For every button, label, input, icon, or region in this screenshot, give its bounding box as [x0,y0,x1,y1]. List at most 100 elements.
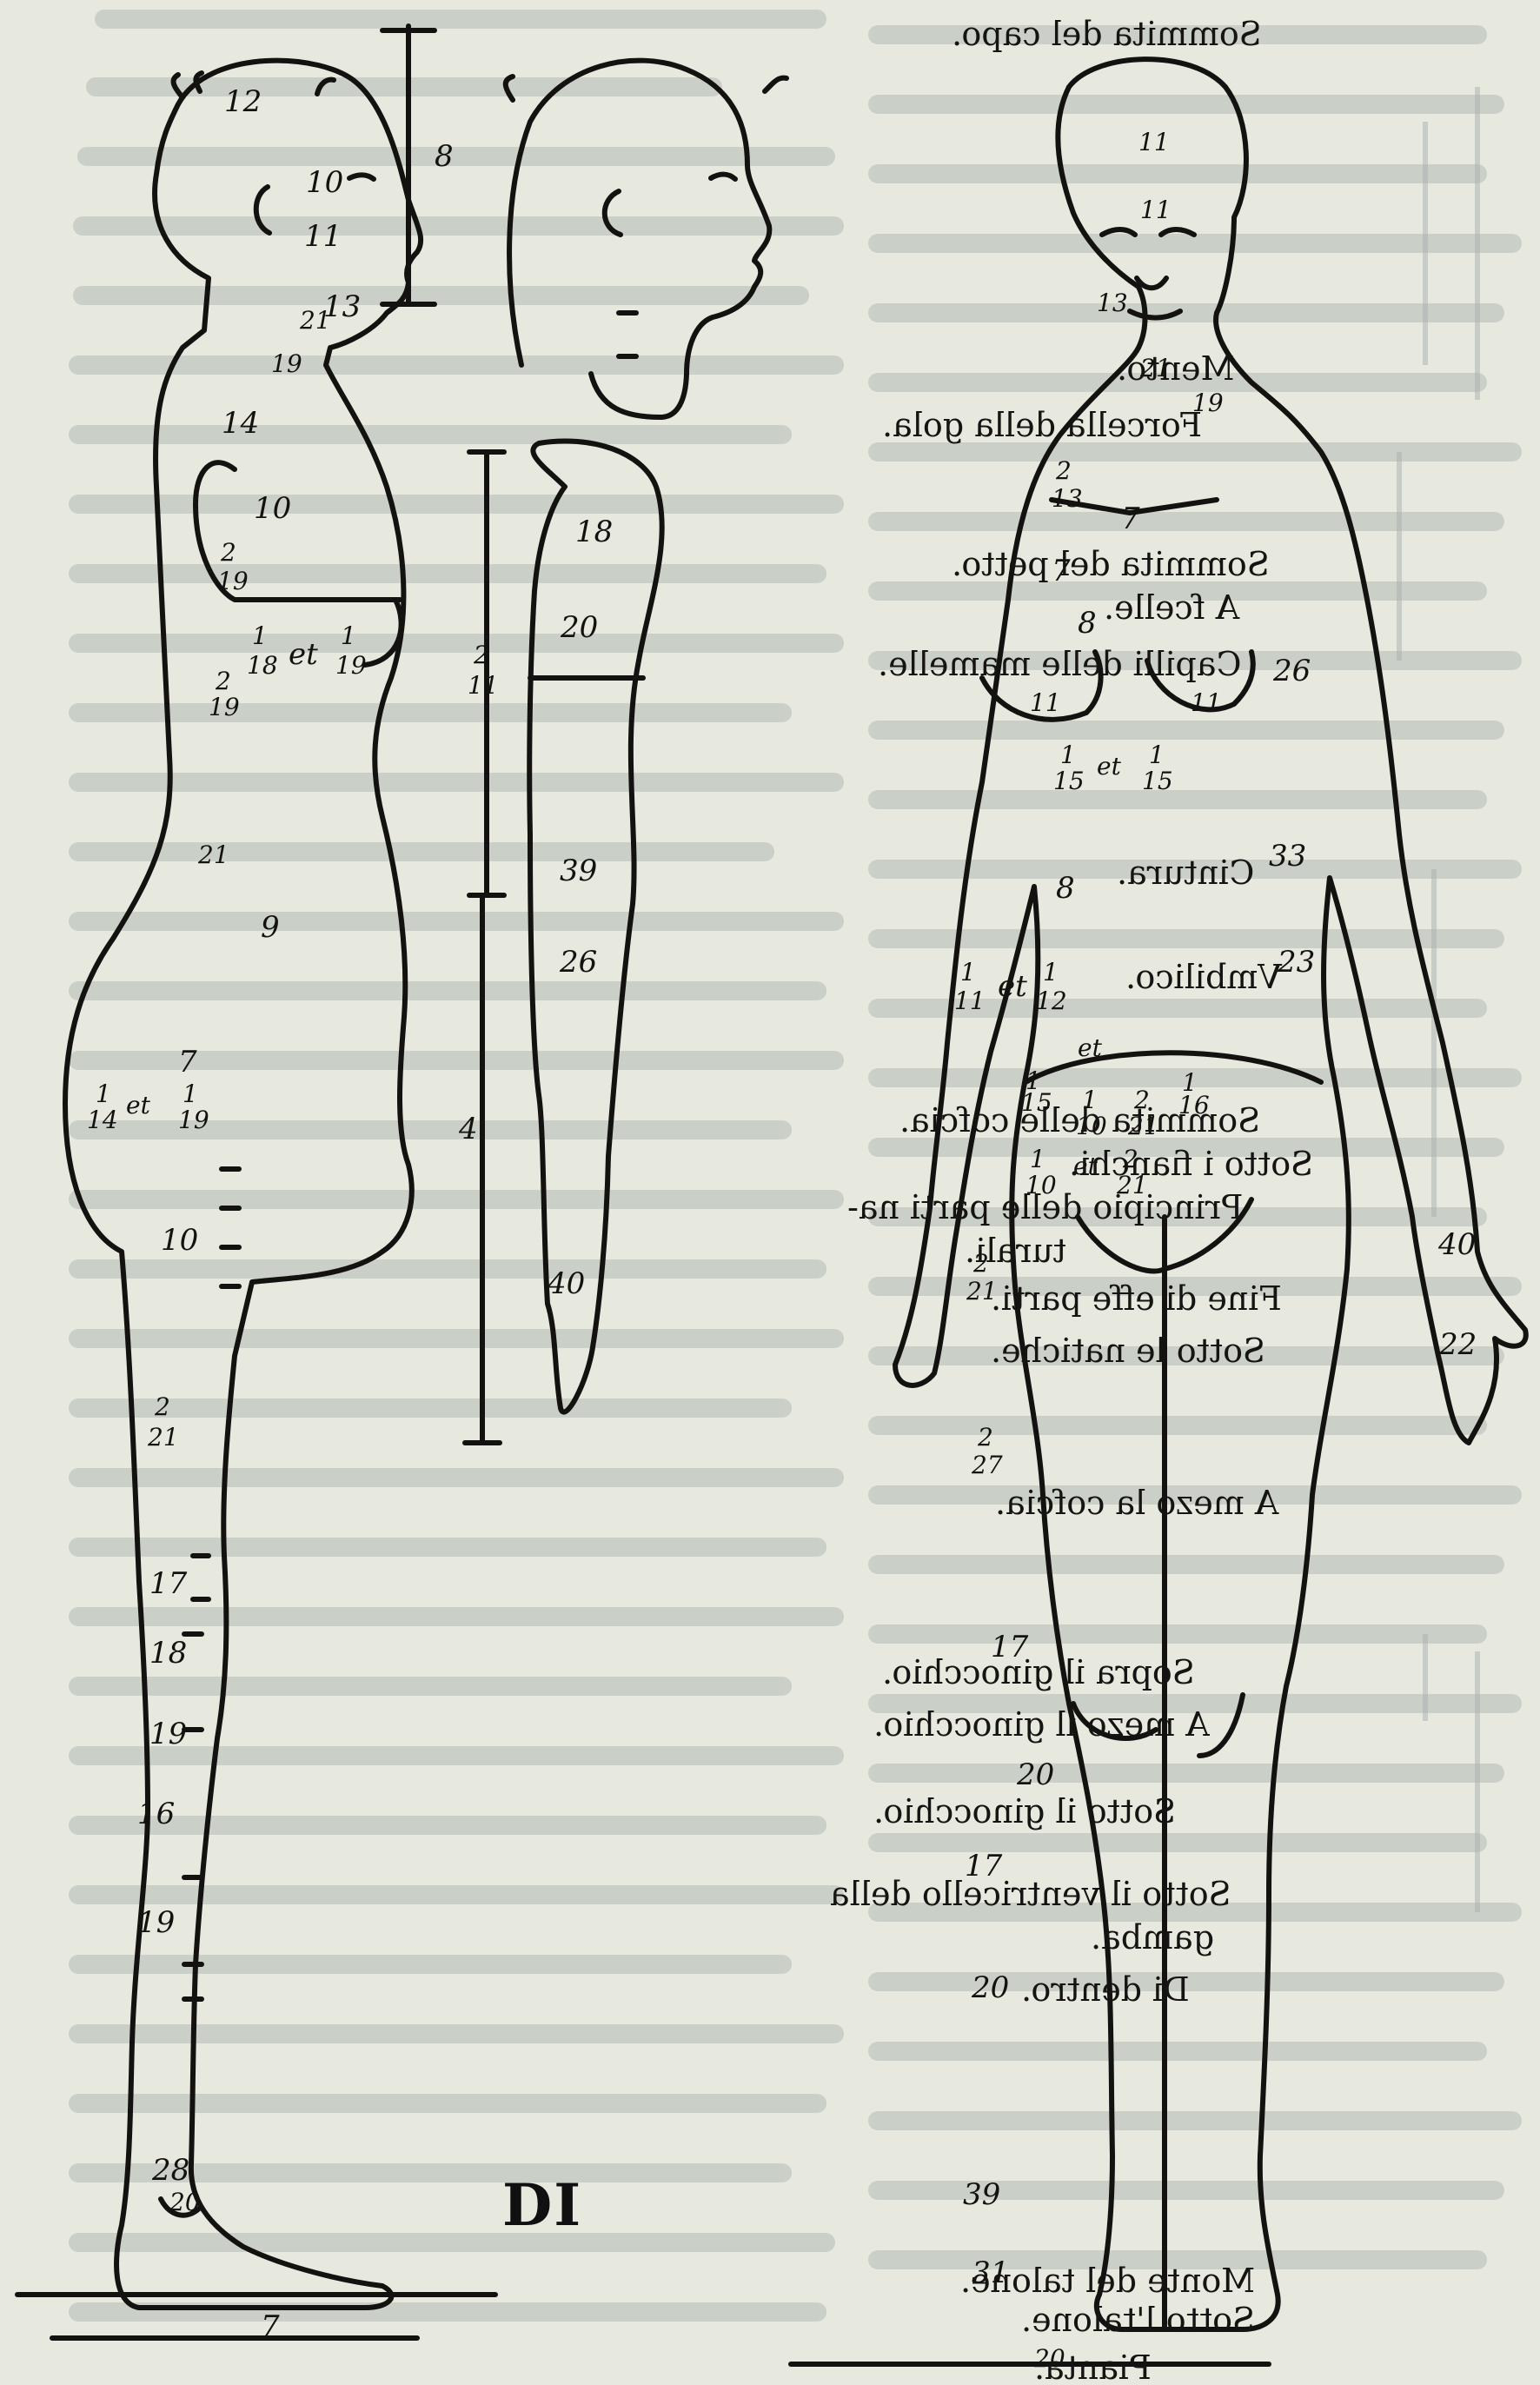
label-front-wrist-40: 40 [1438,1230,1476,1259]
reversed-text-line: Forcella della gola. [882,409,1202,442]
label-front-hip-et: et [1078,1036,1102,1060]
label-front-shin-20: 20 [972,1973,1009,2003]
reversed-text-line: Sommita delle cofcia. [899,1104,1260,1137]
label-front-arm-23: 23 [1278,947,1315,977]
profile-head-eye [711,175,735,179]
label-side-breast-1b: 1 [341,624,356,648]
label-side-shoulder-14: 14 [222,409,259,438]
label-arm-20: 20 [561,613,598,642]
reversed-text-line: Mento. [1117,352,1234,385]
label-front-clavicle-13: 13 [1052,487,1083,511]
ground-line-left [17,2295,495,2338]
label-side-breast-et: et [289,640,318,669]
profile-head-outline [509,61,769,417]
label-side-head-12: 12 [224,87,262,116]
label-front-shoulder-26: 26 [1273,656,1311,686]
label-side-breast-19: 19 [335,654,367,678]
label-front-clavicle-7: 7 [1121,504,1140,534]
label-side-foot-7: 7 [261,2312,280,2342]
reversed-text-line: gamba. [1091,1921,1214,1954]
label-side-knee-18: 18 [149,1638,187,1668]
label-side-breast-18: 18 [247,654,278,678]
reversed-text-line: turali. [965,1234,1066,1267]
label-front-rib-et: et [1097,754,1121,779]
side-eye [349,175,374,179]
label-side-breast-1a: 1 [252,624,268,648]
label-side-hip-1b: 1 [183,1082,198,1106]
label-front-hand-22: 22 [1439,1330,1477,1359]
reversed-text-line: Vmbilico. [1125,960,1282,993]
label-side-neck-19: 19 [271,352,302,376]
label-front-breast-11b: 11 [1191,691,1222,715]
reversed-text-line: Sommita del capo. [952,17,1262,50]
label-front-rib-1b: 1 [1149,743,1165,767]
side-figure-outline [65,61,421,2308]
label-side-head-11: 11 [304,222,342,251]
label-front-arm-33: 33 [1269,841,1306,871]
front-pelvis [1026,1053,1321,1082]
reversed-text-line: Sotto il ginocchio. [873,1795,1176,1828]
label-front-clavicle-2: 2 [1056,459,1072,483]
reversed-text-line: Pianta. [1034,2351,1152,2384]
label-front-navel-12: 12 [1036,989,1067,1013]
label-profile-head-8: 8 [435,142,454,171]
label-side-rib-2: 2 [216,669,231,694]
label-arm-4: 4 [459,1114,478,1144]
reversed-text-line: Sotto le natiche. [991,1334,1265,1367]
label-side-shin-19: 19 [137,1908,175,1937]
label-side-head-10: 10 [306,168,343,197]
label-side-ankle-28: 28 [152,2156,189,2185]
label-front-waist-8: 8 [1056,874,1075,903]
label-arm-39: 39 [560,856,597,886]
reversed-text-line: Di dentro. [1021,1973,1190,2006]
label-side-neck-21: 21 [300,309,331,333]
label-front-head-11b: 11 [1140,198,1172,223]
label-side-knee-17: 17 [149,1569,187,1598]
reversed-text-line: Sotto l'talone. [1021,2303,1255,2336]
reversed-text-line: Sotto i fianchi. [1069,1147,1313,1180]
signature-mark: DI [502,2171,582,2239]
label-side-calf-19: 19 [149,1719,187,1749]
reversed-text-line: A mezo la cofcia. [995,1486,1278,1519]
label-arm-26: 26 [560,947,597,977]
label-side-waist-21: 21 [198,843,229,867]
label-front-ankle-39: 39 [963,2180,1000,2209]
label-side-chest-2: 2 [221,541,236,565]
label-arm-18: 18 [575,517,613,547]
label-side-hip-7: 7 [178,1047,197,1077]
side-tick-marks [184,1169,239,1999]
reversed-text-line: A mezo il ginocchio. [873,1708,1210,1741]
label-front-groin-1: 1 [1030,1147,1045,1172]
reversed-text-line: Sotto il ventricello della [830,1877,1231,1910]
label-side-thigh-2: 2 [155,1395,170,1419]
reversed-text-line: Capilli delle mamelle. [878,648,1242,681]
label-front-thigh-27: 27 [972,1453,1003,1478]
label-front-knee-20: 20 [1017,1760,1054,1790]
label-front-rib-1a: 1 [1060,743,1076,767]
label-front-face-13: 13 [1097,291,1128,316]
label-side-hip-19: 19 [178,1108,209,1133]
label-front-head-11a: 11 [1138,130,1170,155]
label-side-chest-10: 10 [254,494,291,523]
label-front-navel-1b: 1 [1043,960,1059,985]
label-front-navel-1a: 1 [960,960,976,985]
label-side-ankle-20: 20 [169,2190,201,2215]
label-side-hip-1a: 1 [96,1082,111,1106]
label-side-waist-9: 9 [261,913,280,942]
reversed-text-line: Principio delle parti na- [847,1191,1244,1224]
label-arm-40: 40 [548,1269,585,1299]
label-front-rib-15a: 15 [1053,769,1085,794]
label-side-hip-14: 14 [87,1108,118,1133]
label-front-navel-et: et [998,972,1027,1001]
reversed-text-line: Monte del talone. [960,2264,1255,2297]
reversed-text-line: Sopra il ginocchio. [882,1656,1195,1689]
reversed-text-line: Cintura. [1117,856,1254,889]
profile-head-ear [605,191,621,235]
reversed-text-line: Fine di effe parti. [991,1282,1282,1315]
label-side-thigh-21: 21 [148,1425,179,1450]
label-side-rib-19: 19 [209,695,240,720]
label-front-rib-15b: 15 [1142,769,1173,794]
label-arm-11: 11 [468,674,499,698]
